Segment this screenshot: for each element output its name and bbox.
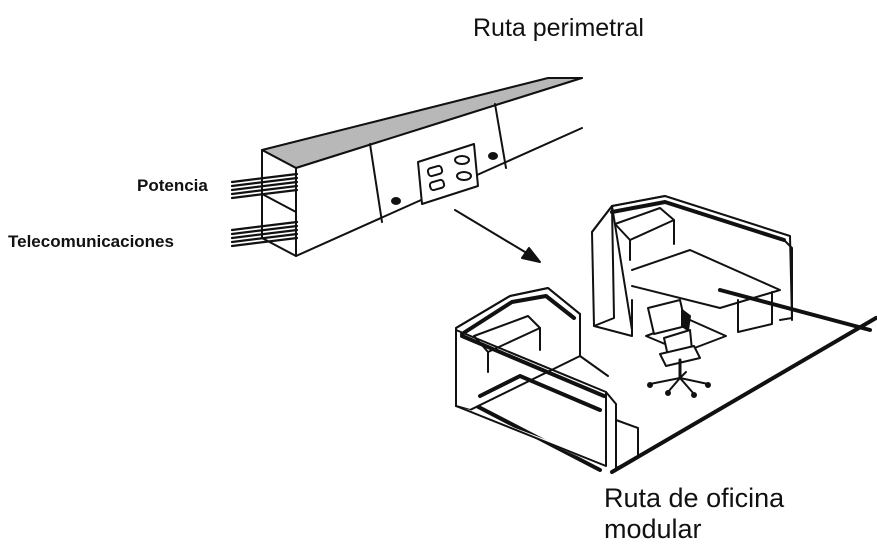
arrow-down-right-icon bbox=[454, 209, 541, 263]
front-cubicle bbox=[455, 287, 639, 471]
perimeter-duct bbox=[261, 77, 583, 257]
power-cables bbox=[230, 172, 299, 200]
monitor-icon bbox=[647, 299, 691, 335]
telecom-cables bbox=[230, 220, 299, 248]
modular-office-route-label-line2: modular bbox=[604, 514, 702, 544]
telecom-label: Telecomunicaciones bbox=[8, 232, 174, 251]
perimeter-route-label: Ruta perimetral bbox=[473, 14, 644, 42]
modular-office-route-label-line1: Ruta de oficina bbox=[604, 483, 785, 513]
office-chair-icon bbox=[647, 329, 711, 398]
back-cubicle bbox=[591, 195, 793, 337]
power-label: Potencia bbox=[137, 176, 208, 195]
modular-office bbox=[455, 195, 877, 474]
modular-office-route-label: Ruta de oficina modular bbox=[604, 483, 854, 545]
